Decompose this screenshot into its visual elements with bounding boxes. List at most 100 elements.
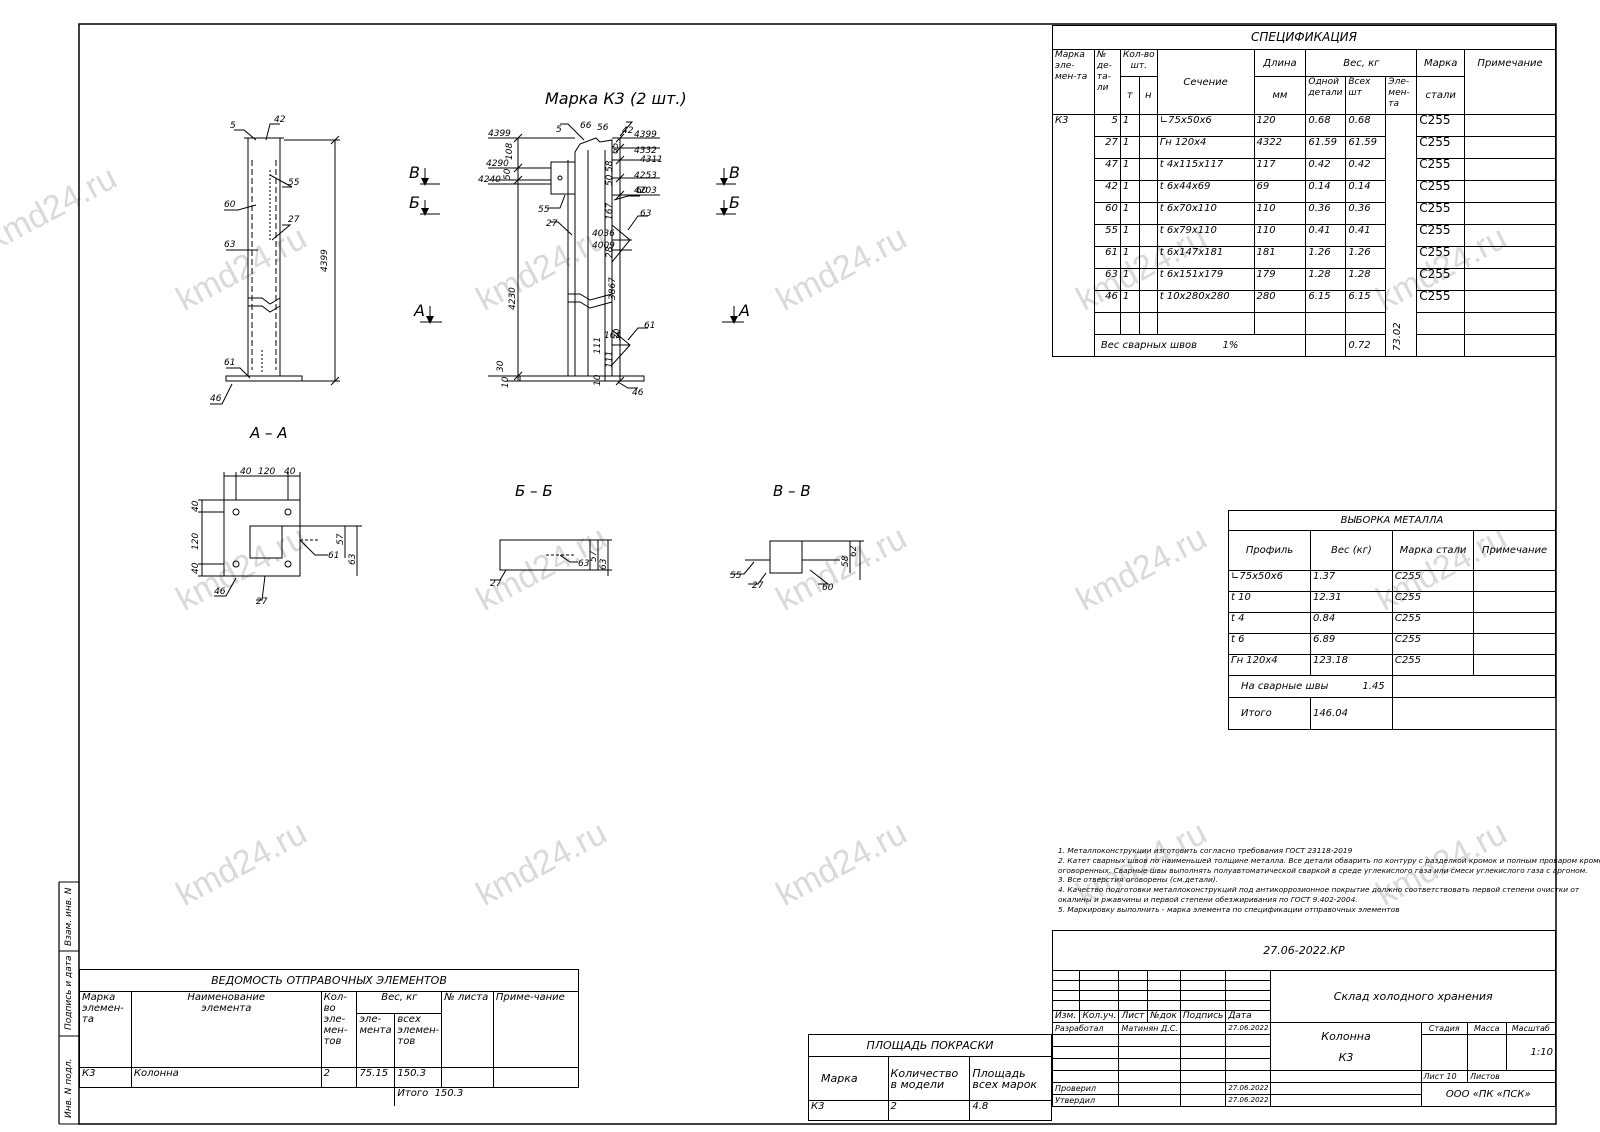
left-dim: 61 bbox=[224, 358, 235, 368]
svg-text:28: 28 bbox=[605, 246, 615, 258]
svg-text:50: 50 bbox=[605, 174, 615, 186]
svg-text:120: 120 bbox=[191, 533, 201, 550]
metal-selection-table: ВЫБОРКА МЕТАЛЛА Профиль Вес (кг) Марка с… bbox=[1228, 510, 1557, 730]
svg-text:55: 55 bbox=[538, 205, 550, 215]
left-dim: 63 bbox=[224, 240, 236, 250]
dispatch-table: ВЕДОМОСТЬ ОТПРАВОЧНЫХ ЭЛЕМЕНТОВ Марка эл… bbox=[79, 969, 580, 1106]
spec-weld-row: Вес сварных швов 1% 0.72 bbox=[1053, 334, 1556, 357]
cut-mark: Б bbox=[729, 193, 740, 212]
svg-text:56: 56 bbox=[597, 123, 609, 133]
svg-text:3867: 3867 bbox=[608, 277, 618, 300]
svg-text:108: 108 bbox=[505, 143, 515, 160]
svg-text:4311: 4311 bbox=[640, 155, 663, 165]
cut-mark: В bbox=[729, 163, 740, 182]
svg-text:5: 5 bbox=[556, 125, 562, 135]
spec-table: СПЕЦИФИКАЦИЯ Марка эле-мен-та № де-та-ли… bbox=[1052, 25, 1556, 357]
section-title-vv: В – В bbox=[773, 482, 811, 500]
svg-text:46: 46 bbox=[214, 587, 226, 597]
project-name: Склад холодного хранения bbox=[1270, 970, 1556, 1023]
svg-text:4009: 4009 bbox=[592, 241, 615, 251]
title-block: 27.06-2022.КР Склад холодного хранения И… bbox=[1051, 930, 1557, 1107]
svg-text:30: 30 bbox=[613, 328, 623, 340]
svg-text:27: 27 bbox=[256, 597, 268, 607]
svg-text:63: 63 bbox=[640, 209, 652, 219]
svg-text:58: 58 bbox=[841, 555, 851, 567]
left-dim: 4399 bbox=[320, 249, 330, 272]
spec-title: СПЕЦИФИКАЦИЯ bbox=[1052, 25, 1556, 50]
title-mark: Марка К3 (2 шт.) bbox=[545, 89, 687, 108]
svg-text:65: 65 bbox=[611, 142, 621, 154]
svg-text:60: 60 bbox=[636, 186, 648, 196]
margin-replace-inv: Взам. инв. N bbox=[64, 887, 74, 946]
object-name: Колонна bbox=[1321, 1029, 1371, 1043]
dispatch-title: ВЕДОМОСТЬ ОТПРАВОЧНЫХ ЭЛЕМЕНТОВ bbox=[79, 969, 579, 992]
svg-text:10: 10 bbox=[501, 376, 511, 388]
svg-text:4290: 4290 bbox=[486, 159, 509, 169]
svg-text:27: 27 bbox=[490, 579, 502, 589]
svg-text:27: 27 bbox=[752, 581, 764, 591]
svg-text:58: 58 bbox=[605, 160, 615, 172]
general-notes: 1. Металлоконструкции изготовить согласн… bbox=[1058, 846, 1600, 914]
svg-text:40: 40 bbox=[240, 467, 252, 477]
svg-text:167: 167 bbox=[605, 203, 615, 220]
left-dim: 60 bbox=[224, 200, 236, 210]
left-dim: 42 bbox=[274, 115, 286, 125]
company-name: ООО «ПК «ПСК» bbox=[1420, 1082, 1557, 1107]
svg-text:63: 63 bbox=[348, 553, 358, 565]
svg-text:120: 120 bbox=[258, 467, 275, 477]
margin-inv-orig: Инв. N подл. bbox=[64, 1059, 74, 1118]
svg-text:61: 61 bbox=[644, 321, 655, 331]
scale: 1:10 bbox=[1505, 1034, 1557, 1071]
svg-text:62: 62 bbox=[849, 545, 859, 557]
svg-text:40: 40 bbox=[284, 467, 296, 477]
left-dim: 5 bbox=[230, 121, 236, 131]
svg-text:4240: 4240 bbox=[478, 175, 501, 185]
svg-text:4230: 4230 bbox=[508, 287, 518, 310]
svg-text:63: 63 bbox=[578, 559, 590, 569]
paint-area-table: ПЛОЩАДЬ ПОКРАСКИ Марка Количество в моде… bbox=[808, 1034, 1052, 1121]
svg-text:50: 50 bbox=[503, 168, 513, 180]
svg-text:40: 40 bbox=[191, 562, 201, 574]
svg-text:63: 63 bbox=[599, 558, 609, 570]
section-title-aa: А – А bbox=[249, 424, 288, 442]
svg-text:111: 111 bbox=[605, 351, 615, 368]
svg-text:161: 161 bbox=[604, 331, 621, 341]
svg-text:4332: 4332 bbox=[634, 146, 657, 156]
cut-mark: А bbox=[738, 301, 750, 320]
svg-text:111: 111 bbox=[593, 337, 603, 354]
svg-text:66: 66 bbox=[580, 121, 592, 131]
svg-text:42: 42 bbox=[622, 126, 634, 136]
svg-text:10: 10 bbox=[593, 374, 603, 386]
svg-text:60: 60 bbox=[822, 583, 834, 593]
svg-text:4253: 4253 bbox=[634, 171, 657, 181]
left-dim: 55 bbox=[288, 178, 300, 188]
left-dim: 46 bbox=[210, 394, 222, 404]
sheet-frame bbox=[78, 23, 1557, 1125]
svg-text:46: 46 bbox=[632, 388, 644, 398]
metal-selection-title: ВЫБОРКА МЕТАЛЛА bbox=[1228, 510, 1556, 531]
section-title-bb: Б – Б bbox=[515, 482, 553, 500]
spec-element-total: 73.02 bbox=[1392, 322, 1404, 351]
svg-text:30: 30 bbox=[496, 360, 506, 372]
svg-text:61: 61 bbox=[328, 551, 339, 561]
svg-text:4036: 4036 bbox=[592, 229, 615, 239]
cut-mark: В bbox=[409, 163, 420, 182]
margin-sign-date: Подпись и дата bbox=[64, 955, 74, 1030]
cut-mark: Б bbox=[409, 193, 420, 212]
svg-text:4399: 4399 bbox=[634, 130, 657, 140]
spec-element: К3 bbox=[1052, 114, 1095, 357]
svg-text:57: 57 bbox=[336, 533, 346, 545]
svg-text:40: 40 bbox=[191, 500, 201, 512]
svg-text:4203: 4203 bbox=[634, 186, 657, 196]
